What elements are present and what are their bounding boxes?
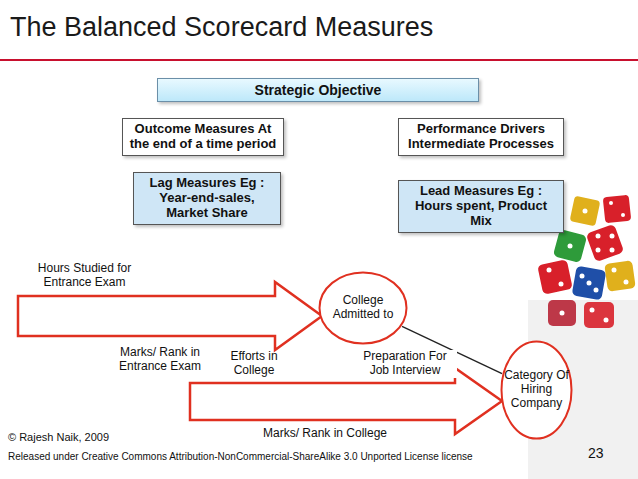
node-text: Lag Measures Eg : Year-end-sales, Market…: [139, 176, 275, 221]
ellipse-shape: [320, 273, 407, 344]
edge-label: Preparation For Job Interview: [353, 350, 457, 378]
node-text: Performance Drivers Intermediate Process…: [404, 122, 558, 152]
node-text: College Admitted to: [322, 294, 404, 322]
license-note: Released under Creative Commons Attribut…: [8, 451, 473, 463]
page-number: 23: [588, 445, 604, 461]
arrow-label: Marks/ Rank in Entrance Exam: [110, 346, 210, 374]
ellipse-shape: [502, 342, 572, 439]
lag-measure-box: Lag Measures Eg : Year-end-sales, Market…: [133, 172, 281, 225]
title-rule: [0, 59, 638, 61]
driver-box: Performance Drivers Intermediate Process…: [398, 118, 564, 156]
objective-box: Strategic Objective: [157, 78, 479, 102]
node-text: Lead Measures Eg : Hours spent, Product …: [404, 184, 558, 229]
slide-title: The Balanced Scorecard Measures: [10, 12, 433, 43]
college-ellipse: College Admitted to: [318, 271, 408, 345]
arrow-label: Efforts in College: [218, 350, 290, 378]
arrow-label: Hours Studied for Entrance Exam: [22, 262, 147, 290]
node-text: Strategic Objective: [255, 82, 382, 98]
company-ellipse: Category Of Hiring Company: [500, 340, 573, 440]
block-arrow: [190, 368, 502, 434]
outcome-box: Outcome Measures At the end of a time pe…: [122, 118, 284, 156]
copyright-note: © Rajesh Naik, 2009: [8, 431, 109, 444]
block-arrow: [18, 282, 322, 350]
lead-measure-box: Lead Measures Eg : Hours spent, Product …: [398, 180, 564, 233]
node-text: Outcome Measures At the end of a time pe…: [128, 122, 278, 152]
node-text: Category Of Hiring Company: [504, 369, 569, 410]
arrow-label: Marks/ Rank in College: [255, 427, 395, 441]
